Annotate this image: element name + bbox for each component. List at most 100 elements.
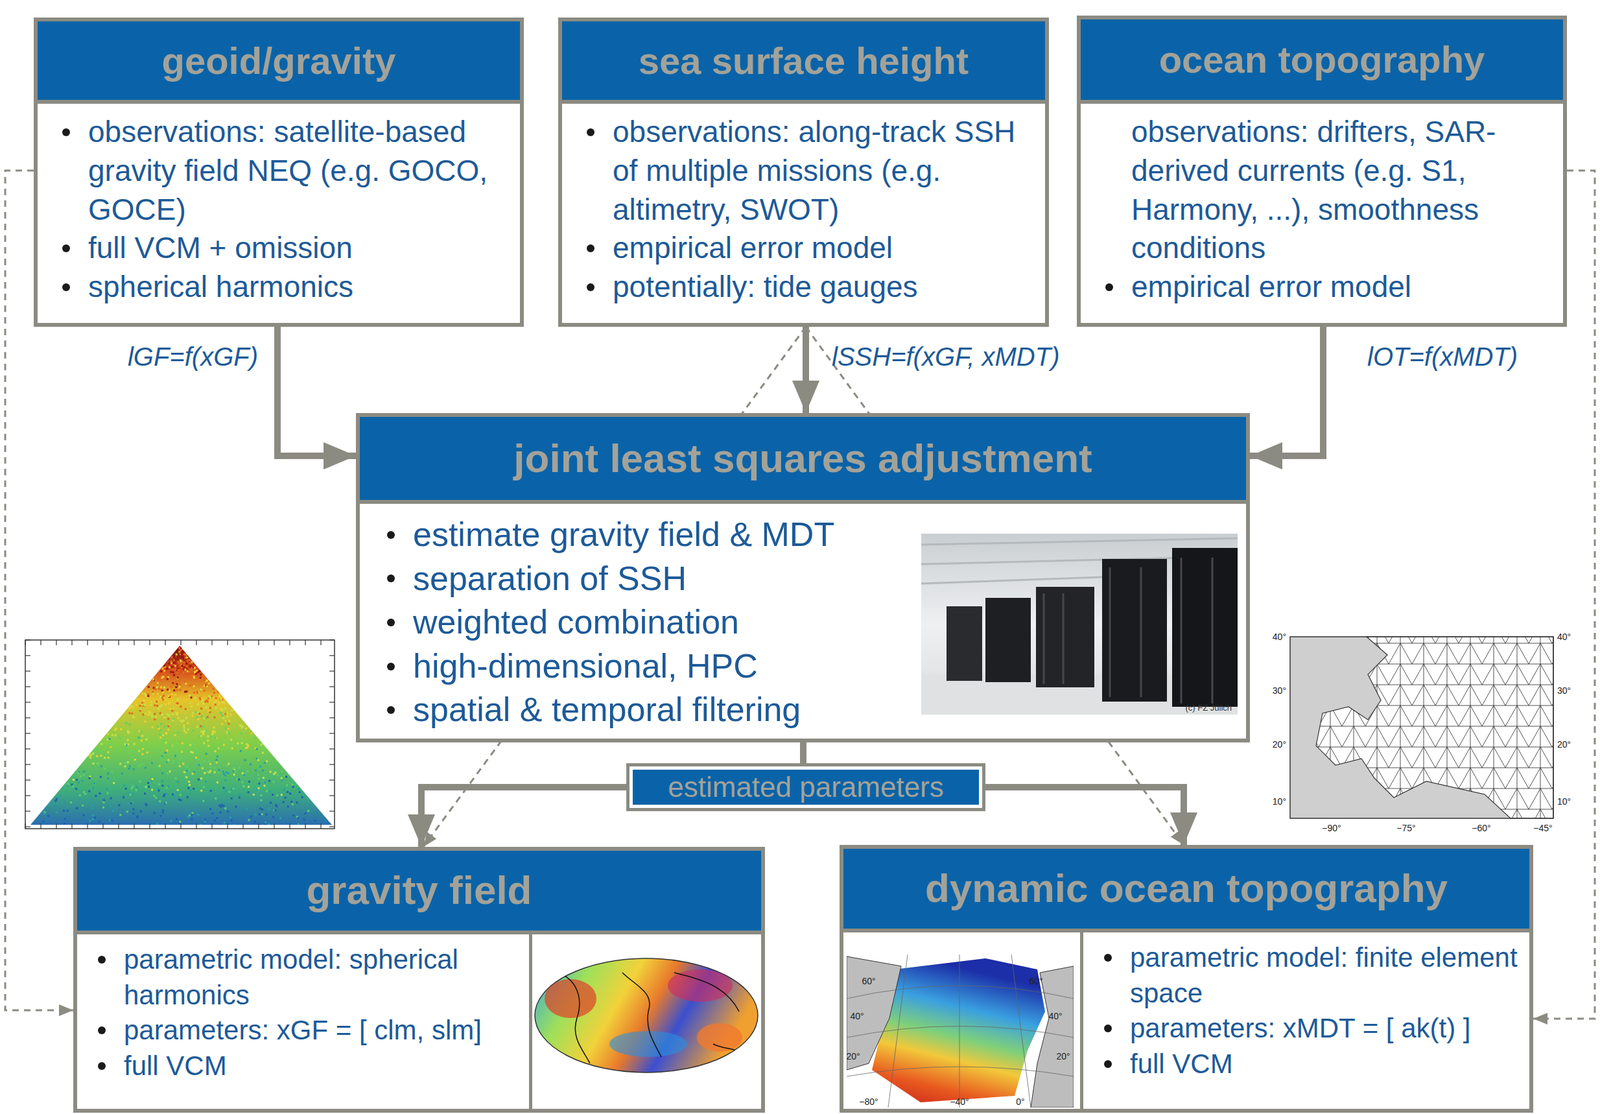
illustration-part [193,691,196,694]
illustration-part [201,766,204,769]
illustration-part [185,654,188,657]
illustration-part [224,774,227,777]
illustration-part [108,737,111,740]
illustration-part [211,695,214,698]
illustration-part [283,788,286,791]
illustration-part [156,693,159,695]
illustration-part [203,729,206,732]
illustration-part [130,712,133,715]
illustration-part [210,789,212,792]
illustration-part [176,698,179,701]
illustration-part [111,819,114,822]
illustration-part [128,767,131,770]
illustration-part [237,778,240,781]
illustration-part [141,763,144,765]
illustration-part [172,719,175,722]
illustration-part [304,639,306,646]
illustration-part [177,669,180,671]
illustration-part [82,814,85,817]
illustration-part [228,720,231,723]
bullet-text: parameters: xMDT = [ ak(t) ] [1129,1010,1521,1047]
illustration-part [171,793,174,796]
illustration-part [162,667,165,670]
illustration-part [25,748,31,749]
illustration-part [179,794,182,797]
illustration-part [160,670,163,673]
illustration-part [206,685,209,688]
illustration-part [173,794,176,797]
illustration-part [329,639,335,640]
illustration-part [247,785,250,788]
box-heading: joint least squares adjustment [359,416,1247,504]
illustration-part [204,780,207,783]
illustration-part [71,639,72,646]
illustration-part [106,772,109,775]
illustration-part [153,811,156,814]
illustration-part [174,733,177,736]
illustration-part [301,796,304,799]
illustration-part [160,704,163,706]
illustration-part [55,799,58,802]
illustration-part [179,705,182,708]
illustration-part [213,770,216,773]
illustration-part [92,787,95,789]
illustration-part [79,794,82,797]
illustration-part [214,703,217,706]
illustration-part [132,705,135,708]
illustration-part [130,705,133,708]
illustration-part [152,686,155,689]
illustration-part [189,743,192,746]
illustration-part [178,683,181,686]
illustration-part [188,823,191,826]
axis-label: 30° [1557,685,1571,695]
illustration-part [156,704,159,707]
illustration-part [216,781,219,784]
illustration-part [173,654,176,657]
illustration-part [224,727,227,730]
illustration-part [161,772,164,775]
illustration-part [211,823,212,829]
illustration-part [140,810,142,813]
illustration-part [234,770,236,773]
bullet-text: full VCM + omission [88,228,511,268]
illustration-part [141,702,144,705]
illustration-part [106,738,109,741]
illustration-part [161,689,164,692]
illustration-part [70,801,72,804]
illustration-part [102,823,104,829]
illustration-part [166,678,169,681]
illustration-part [226,712,229,715]
axis-label: −90° [1321,823,1341,833]
illustration-part [205,752,208,755]
illustration-part [274,771,277,774]
illustration-part [176,702,179,705]
tag-label: estimated parameters [632,769,979,805]
illustration-part [1102,558,1167,702]
bullet-text: full VCM [1129,1046,1521,1083]
illustration-part [214,797,217,800]
illustration-part [129,723,131,726]
illustration-part [191,818,194,821]
illustration-part [96,762,99,765]
illustration-part [187,787,190,789]
illustration-part [88,777,91,780]
illustration-part [129,764,131,767]
illustration-part [197,703,200,706]
illustration-part [225,764,228,767]
illustration-part [81,779,83,782]
illustration-part [178,685,181,688]
illustration-part [202,742,205,745]
illustration-part [40,639,41,646]
illustration-part [247,761,250,764]
illustration-part [129,793,131,796]
illustration-part [283,774,286,777]
illustration-part [149,639,150,646]
illustration-part [184,668,187,671]
illustration-part [157,765,160,768]
illustration-part [132,792,135,795]
bullet-dot [586,244,595,253]
illustration-part [130,801,133,804]
illustration-part [25,825,31,827]
illustration-part [215,696,218,699]
illustration-part [79,797,82,800]
